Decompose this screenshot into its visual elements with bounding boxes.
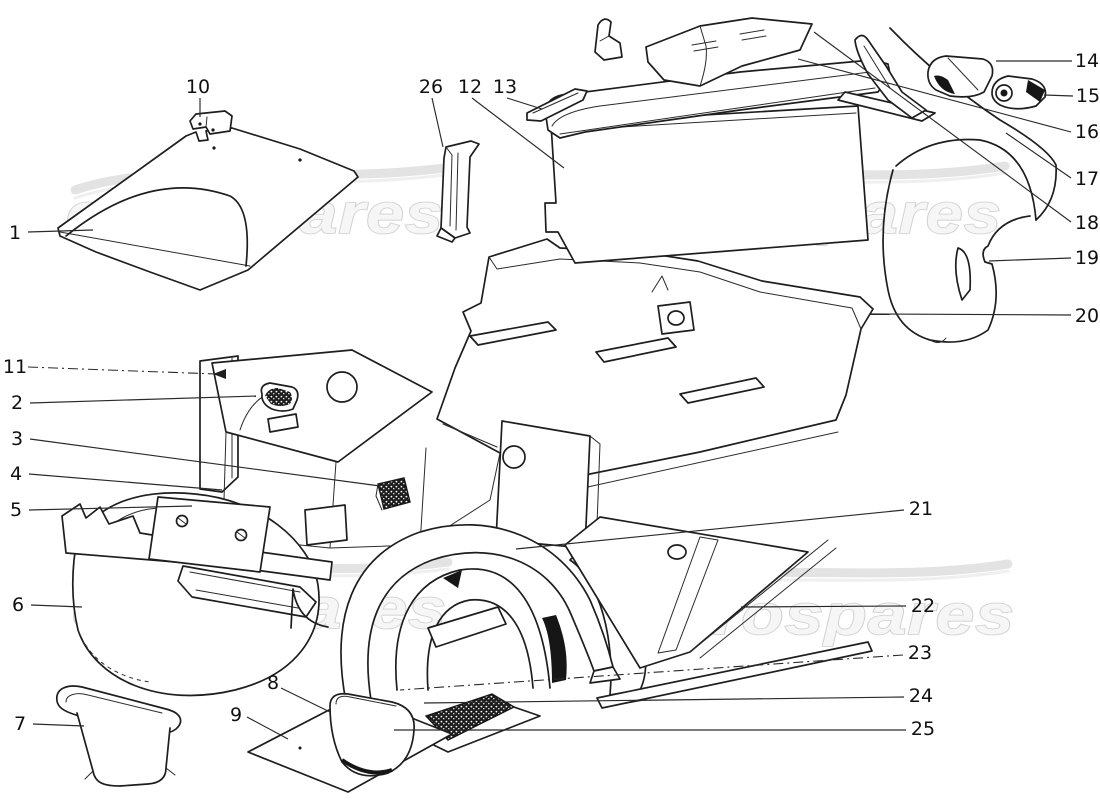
part-pillar-trim-drawing bbox=[436, 140, 480, 243]
callout-label-19: 19 bbox=[1075, 247, 1099, 269]
part-floor-pan-drawing bbox=[436, 238, 874, 493]
callout-labels: 1 2 3 4 5 6 7 8 9 10 11 12 13 14 15 16 1… bbox=[3, 50, 1100, 740]
callout-label-1: 1 bbox=[9, 222, 21, 244]
part-shield-trim-drawing bbox=[927, 55, 994, 98]
callout-label-14: 14 bbox=[1075, 50, 1099, 72]
part-roll-pad-drawing bbox=[991, 75, 1047, 110]
callout-label-15: 15 bbox=[1076, 85, 1100, 107]
callout-label-13: 13 bbox=[493, 76, 517, 98]
part-bucket-drawing bbox=[56, 685, 182, 787]
part-channel-bracket-drawing bbox=[177, 565, 329, 629]
callout-label-2: 2 bbox=[11, 392, 23, 414]
part-clip-drawing bbox=[189, 110, 233, 135]
callout-label-21: 21 bbox=[909, 498, 933, 520]
callout-label-24: 24 bbox=[909, 685, 933, 707]
callout-label-12: 12 bbox=[458, 76, 482, 98]
callout-label-23: 23 bbox=[908, 642, 932, 664]
part-foam-block-drawing bbox=[375, 477, 411, 511]
drawing-layer bbox=[56, 17, 1057, 793]
callout-label-17: 17 bbox=[1075, 168, 1099, 190]
callout-label-8: 8 bbox=[267, 672, 279, 694]
callout-label-25: 25 bbox=[911, 718, 935, 740]
callout-label-22: 22 bbox=[911, 595, 935, 617]
part-flat-mat-drawing bbox=[564, 516, 873, 709]
callout-label-20: 20 bbox=[1075, 305, 1099, 327]
leader-lines bbox=[27, 31, 1074, 740]
callout-label-6: 6 bbox=[12, 594, 24, 616]
part-access-plate-drawing bbox=[148, 496, 271, 573]
callout-label-9: 9 bbox=[230, 704, 242, 726]
part-top-bracket-drawing bbox=[594, 18, 623, 61]
part-right-quarter-panel-drawing bbox=[854, 27, 1057, 344]
callout-label-26: 26 bbox=[419, 76, 443, 98]
part-arch-cap-drawing bbox=[329, 692, 415, 777]
part-tunnel-assembly-drawing bbox=[199, 349, 501, 549]
callout-label-18: 18 bbox=[1075, 212, 1099, 234]
callout-label-16: 16 bbox=[1075, 121, 1099, 143]
callout-label-7: 7 bbox=[14, 713, 26, 735]
callout-label-3: 3 bbox=[11, 428, 23, 450]
part-sill-strip-drawing bbox=[526, 88, 588, 122]
callout-label-11: 11 bbox=[3, 356, 27, 378]
callout-label-4: 4 bbox=[10, 463, 22, 485]
part-bulkhead-insulation-panel-drawing bbox=[544, 105, 869, 264]
part-quarter-trim-panel-drawing bbox=[57, 127, 359, 291]
callout-label-10: 10 bbox=[186, 76, 210, 98]
callout-label-5: 5 bbox=[10, 499, 22, 521]
part-rear-shelf-panel-drawing bbox=[645, 17, 813, 87]
